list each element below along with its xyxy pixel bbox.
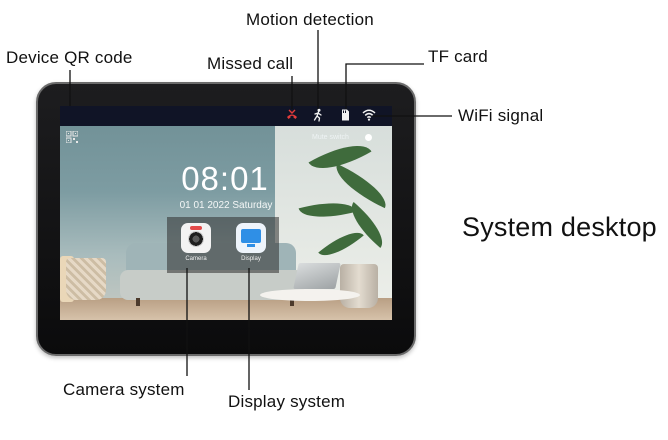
callout-display-system: Display system	[228, 392, 346, 411]
app-camera[interactable]: Camera	[178, 223, 214, 267]
background-plant-pot	[340, 264, 378, 308]
clock-time: 08:01	[181, 160, 269, 197]
display-icon	[236, 223, 266, 253]
background-basket	[66, 258, 106, 300]
motion-detection-icon[interactable]	[311, 108, 325, 122]
wifi-icon[interactable]	[362, 108, 376, 122]
qr-code-icon[interactable]	[66, 131, 78, 143]
callout-device-qr-code: Device QR code	[6, 48, 133, 67]
background-laptop	[293, 263, 341, 289]
status-bar	[60, 106, 392, 126]
camera-icon	[181, 223, 211, 253]
background-floor	[60, 298, 392, 320]
callout-camera-system: Camera system	[63, 380, 185, 399]
callout-missed-call: Missed call	[207, 54, 294, 73]
app-camera-label: Camera	[185, 256, 207, 262]
callout-motion-detection: Motion detection	[246, 10, 374, 29]
caption-system-desktop: System desktop	[462, 212, 657, 242]
background-sofa-leg	[290, 298, 294, 306]
missed-call-icon[interactable]	[285, 108, 299, 122]
callout-wifi-signal: WiFi signal	[458, 106, 544, 125]
app-display-label: Display	[241, 256, 261, 262]
tf-card-icon[interactable]	[338, 108, 352, 122]
background-sofa-leg	[136, 298, 140, 306]
callout-tf-card: TF card	[428, 47, 488, 66]
app-display[interactable]: Display	[233, 223, 269, 267]
clock-date: 01 01 2022 Saturday	[179, 200, 273, 211]
device-screen	[60, 106, 392, 320]
mute-switch-label: Mute switch	[312, 134, 349, 141]
mute-switch-toggle[interactable]	[365, 134, 372, 141]
background-side-table	[260, 289, 360, 301]
